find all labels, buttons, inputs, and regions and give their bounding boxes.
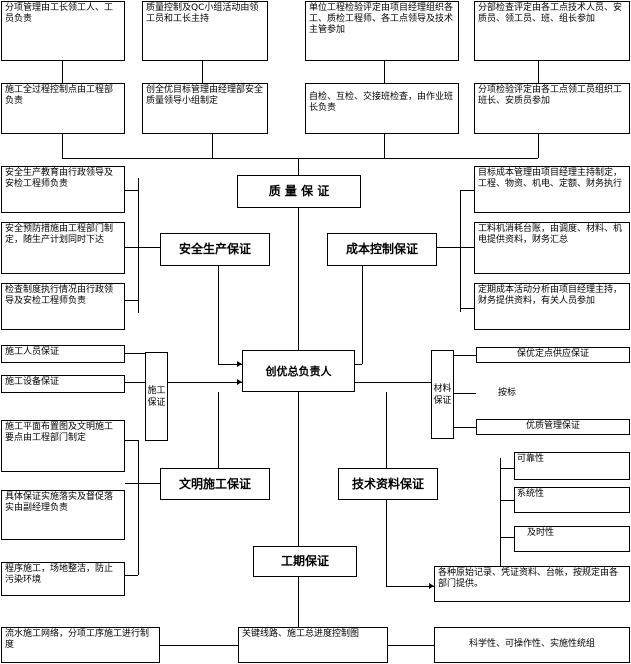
schedule-item-3: 科学性、可操作性、实施性统组 [434,627,630,663]
material-item-2: 按标 [498,388,517,398]
schedule-item-2: 关键线路、施工总进度控制图 [238,627,388,663]
material-guarantee: 材料 保证 [431,350,454,439]
second-box-4: 分项检验评定由各工点领工员组织工班长、安质员参加 [474,83,630,134]
center-responsible: 创优总负责人 [242,350,355,392]
cost-header-box: 成本控制保证 [327,233,437,266]
schedule-item-1: 流水施工网络，分项工序施工进行制度 [1,627,160,663]
second-box-3: 自检、互检、交接班检查，由作业班长负责 [305,83,459,134]
cost-header: 成本控制保证 [345,242,418,256]
tech-attr-3: 及时性 [514,526,630,552]
tech-header: 技术资料保证 [338,468,438,500]
civil-item-2: 具体保证实施落实及督促落实由副经理负责 [1,490,125,540]
safety-item-1: 安全生产教育由行政领导及安检工程师负责 [1,166,125,213]
tech-attr-1: 可靠性 [514,452,630,480]
construction-item-2: 施工设备保证 [1,375,125,393]
top-box-3: 单位工程检验评定由项目经理组织各工、质检工程师、各工点领导及技术主管参加 [305,1,459,61]
safety-header: 安全生产保证 [160,233,270,266]
arrow-icon [237,361,242,367]
construction-guarantee: 施工 保证 [145,352,168,441]
quality-header: 质 量 保 证 [237,175,361,208]
civil-header: 文明施工保证 [160,468,270,500]
top-box-2: 质量控制及QC小组活动由领工员和工长主持 [142,1,268,61]
material-item-1: 保优定点供应保证 [476,347,630,363]
tech-source: 各种原始记录、凭证资料、台帐，按规定由各部门提供。 [434,566,630,602]
top-box-4: 分部检查评定由各工点技术人员、安质员、领工员、班、组长参加 [474,1,630,61]
civil-item-3: 程序施工，场地整洁，防止污染环境 [1,562,125,596]
construction-guarantee-line-2: 保证 [147,397,166,408]
safety-item-3: 检查制度执行情况由行政领导及安检工程师负责 [1,283,125,330]
top-box-1: 分项管理由工长领工人、工员负责 [1,1,125,61]
safety-item-2: 安全预防措施由工程部门制定，随生产计划同时下达 [1,222,125,274]
construction-guarantee-line-1: 施工 [147,385,166,396]
schedule-header: 工期保证 [253,546,357,577]
material-guarantee-line-1: 材料 [433,383,452,394]
material-guarantee-line-2: 保证 [433,395,452,406]
arrow-icon [429,583,434,589]
arrow-icon [237,379,242,385]
construction-item-1: 施工人员保证 [1,345,125,363]
civil-item-1: 施工平面布置图及文明施工要点由工程部门制定 [1,420,125,472]
cost-item-1: 目标成本管理由项目经理主持制定，工程、物资、机电、定额、财务执行 [474,166,630,213]
cost-item-3: 定期成本活动分析由项目经理主持，财务提供资料，有关人员参加 [474,283,630,330]
cost-item-2: 工料机消耗台账，由调度、材料、机电提供资料，财务汇总 [474,222,630,274]
tech-attr-2: 系统性 [514,487,630,513]
material-item-3: 优质管理保证 [476,419,630,435]
second-box-2: 创全优目标管理由经理部安全质量领导小组制定 [142,83,268,134]
second-box-1: 施工全过程控制点由工程部负责 [1,83,125,134]
